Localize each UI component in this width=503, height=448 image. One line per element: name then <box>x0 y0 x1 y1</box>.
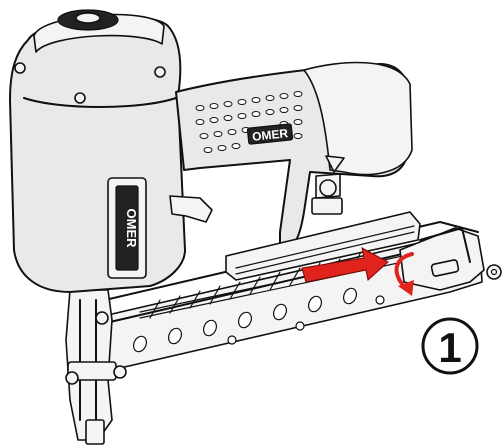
handle: OMER <box>175 61 413 251</box>
handle-brand-label: OMER <box>251 126 289 144</box>
rotate-arrow-icon <box>394 252 414 296</box>
nose-guide <box>65 289 127 445</box>
tool-body: OMER <box>9 9 213 293</box>
step-number: 1 <box>438 324 461 371</box>
push-arrow-icon <box>301 247 389 283</box>
step-number-badge: 1 <box>421 317 479 375</box>
side-brand-label: OMER <box>124 209 139 249</box>
magazine <box>91 221 502 369</box>
magazine-cover <box>225 211 421 281</box>
